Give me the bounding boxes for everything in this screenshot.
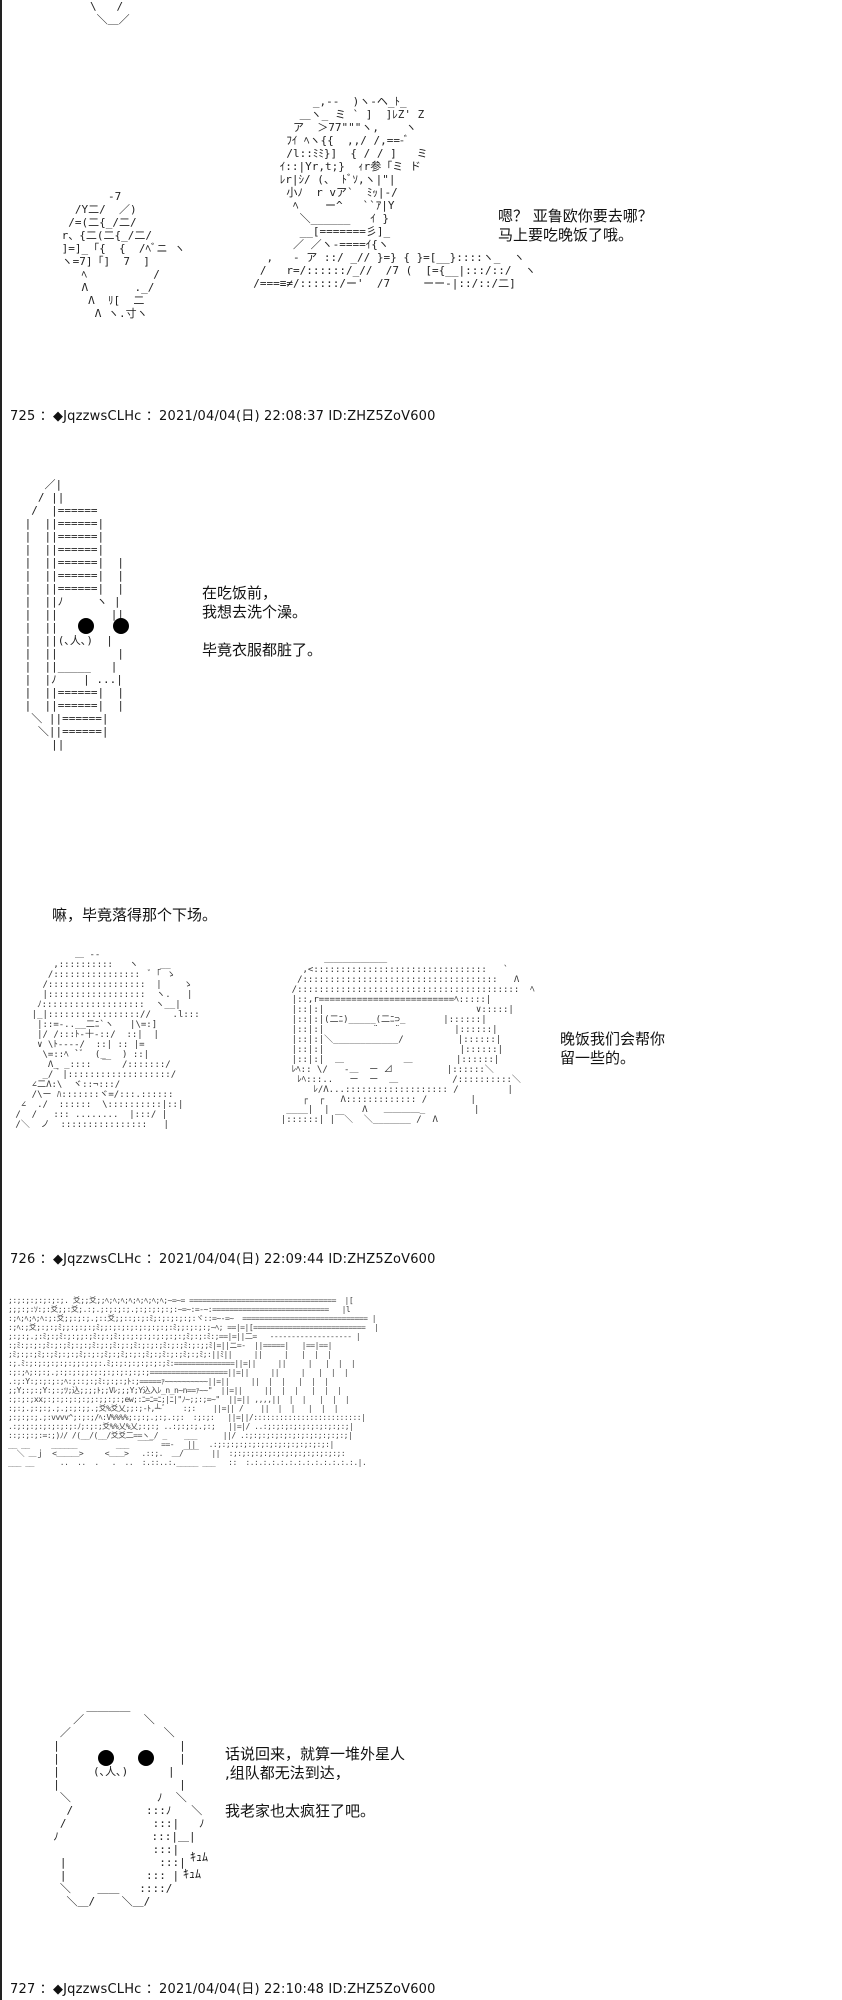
ascii-art-left-character: ＿ ‐‐ ,:::::::::: ヽ __ /:::::::::::::::: … — [15, 950, 200, 1130]
ascii-art-right-character: ＿＿＿＿＿＿＿ ,<::::::::::::::::::::::::::::::… — [280, 955, 535, 1125]
ascii-art-small-character: -7 /Y二/ ／) /=(二{_/二/ r、{二(二{_/二/ ]=]_「{ … — [61, 190, 186, 320]
ascii-art-tall-character: _,-- )ヽ-ヘ_ﾄ_ ＿ヽ_ ミ ` ] ]ﾚZ' Z ア ＞77"""ヽ,… — [253, 95, 536, 290]
speech-line — [202, 622, 322, 641]
ascii-art-creature: ＿＿＿＿ ／ ＼ ／ ＼ | | | | | (､人､) | | | ＼ ﾉ ＼… — [53, 1700, 205, 1908]
sound-effect-label: ｷｭﾑ — [190, 1850, 209, 1864]
left-border — [0, 0, 2, 2000]
speech-line: 话说回来，就算一堆外星人 — [225, 1745, 406, 1763]
speech-line: 在吃饭前， — [202, 584, 278, 602]
speech-line: 马上要吃晚饭了哦。 — [498, 226, 634, 244]
speech-line — [225, 1783, 405, 1802]
eye-left-icon — [78, 618, 94, 634]
eye-left-icon — [98, 1750, 114, 1766]
speech-line: 留一些的。 — [560, 1049, 636, 1067]
eye-right-icon — [113, 618, 129, 634]
speech-line: ,组队都无法到达， — [225, 1764, 350, 1782]
speech-line: 晚饭我们会帮你 — [560, 1030, 666, 1048]
speech-bubble-scene3-right: 晚饭我们会帮你留一些的。 — [560, 1030, 665, 1068]
speech-line: 我想去洗个澡。 — [202, 603, 308, 621]
speech-bubble-scene4: 话说回来，就算一堆外星人,组队都无法到达， 我老家也太疯狂了吧。 — [225, 1745, 405, 1821]
ascii-art-door-peek: ／| / || / |====== | ||======| | ||======… — [24, 478, 124, 751]
speech-line: 我老家也太疯狂了吧。 — [225, 1802, 376, 1820]
speech-line: 嗯？ 亚鲁欧你要去哪？ — [498, 207, 653, 225]
post-header-727: 727 ：◆JqzzwsCLHc ：2021/04/04(日) 22:10:48… — [10, 1982, 436, 1997]
speech-bubble-scene3-top: 嘛，毕竟落得那个下场。 — [52, 906, 218, 924]
speech-bubble-scene1: 嗯？ 亚鲁欧你要去哪？马上要吃晚饭了哦。 — [498, 207, 653, 245]
post-header-726: 726 ：◆JqzzwsCLHc ：2021/04/04(日) 22:09:44… — [10, 1252, 436, 1267]
eye-right-icon — [138, 1750, 154, 1766]
ascii-art-landscape: ;:;:;:;:;:;:;. 爻;;爻;;ﾍ;ﾍ;ﾍ;ﾍ;ﾍ;ﾍ;ﾍ;ﾍ;~=~… — [8, 1296, 379, 1467]
speech-bubble-scene2: 在吃饭前，我想去洗个澡。 毕竟衣服都脏了。 — [202, 584, 322, 660]
ascii-art-fragment-top: \ / ＼＿／ — [90, 0, 130, 26]
post-header-725: 725 ：◆JqzzwsCLHc ：2021/04/04(日) 22:08:37… — [10, 409, 436, 424]
sound-effect-label: ｷｭﾑ — [183, 1867, 202, 1881]
speech-line: 毕竟衣服都脏了。 — [202, 641, 323, 659]
